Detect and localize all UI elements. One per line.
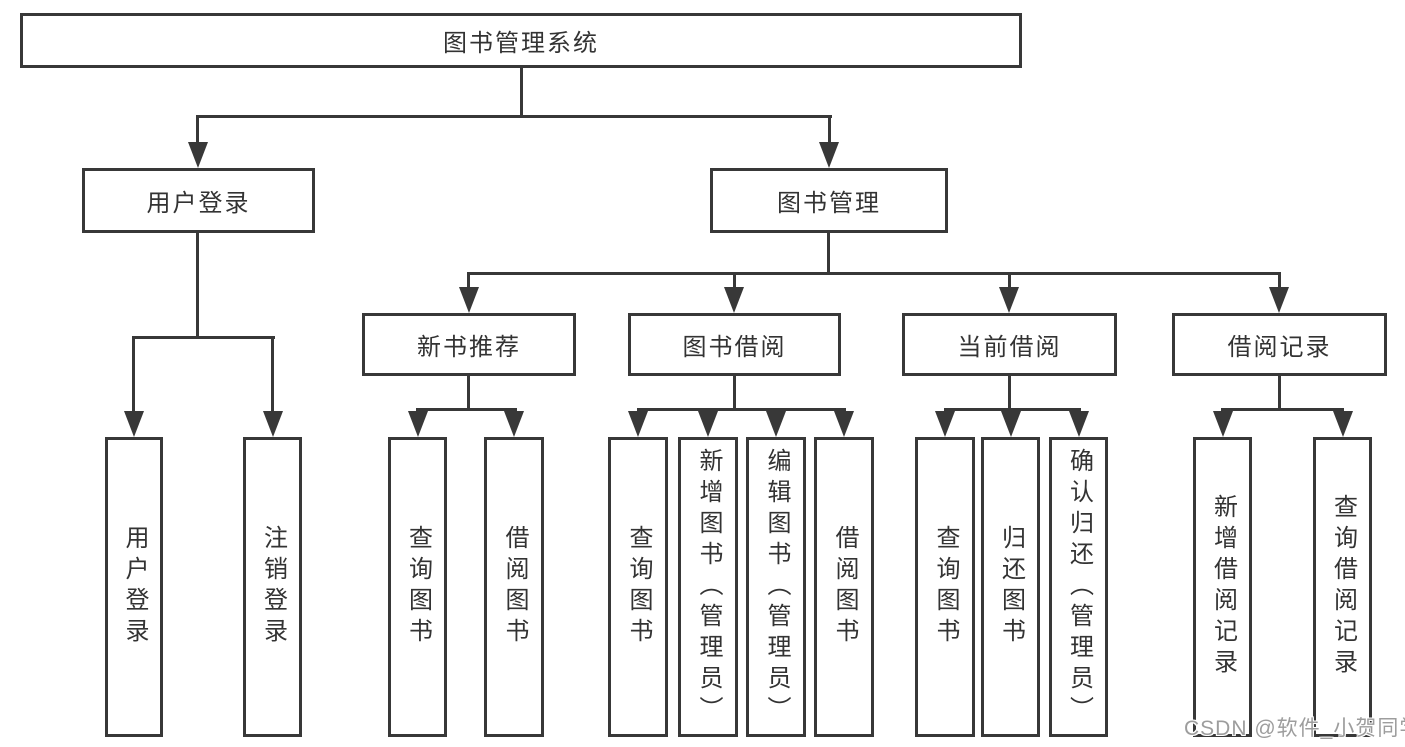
arrowhead-to-query-books-1 (408, 411, 428, 437)
connector-book-mgmt-drop-3 (1008, 272, 1011, 290)
arrowhead-to-borrow-records (1269, 287, 1289, 313)
node-label: 归还图书 (997, 525, 1025, 649)
node-leaf-borrow-books-2: 借阅图书 (814, 437, 874, 737)
arrowhead-to-query-books-2 (628, 411, 648, 437)
connector-user-login-bar (132, 336, 275, 339)
connector-borrow-records-trunk (1278, 376, 1281, 410)
node-label: 查询图书 (404, 525, 432, 649)
connector-book-mgmt-drop-4 (1278, 272, 1281, 290)
node-leaf-query-books-3: 查询图书 (915, 437, 975, 737)
connector-borrow-records-bar (1221, 408, 1344, 411)
node-label: 注销登录 (259, 525, 287, 649)
node-leaf-borrow-books-1: 借阅图书 (484, 437, 544, 737)
connector-current-borrow-bar (944, 408, 1081, 411)
arrowhead-to-user-login (188, 142, 208, 168)
node-leaf-query-books-2: 查询图书 (608, 437, 668, 737)
arrowhead-to-book-borrow (724, 287, 744, 313)
connector-book-mgmt-trunk (827, 233, 830, 274)
arrowhead-to-edit-book (766, 411, 786, 437)
connector-book-borrow-bar (637, 408, 846, 411)
node-leaf-return-book: 归还图书 (981, 437, 1040, 737)
connector-new-book-bar (416, 408, 517, 411)
arrowhead-to-new-book-recommend (459, 287, 479, 313)
node-book-borrow: 图书借阅 (628, 313, 841, 376)
node-leaf-edit-book-admin: 编辑图书（管理员） (746, 437, 806, 737)
node-label: 查询图书 (932, 525, 959, 649)
node-label: 借阅图书 (501, 525, 528, 649)
arrowhead-to-current-borrow (999, 287, 1019, 313)
node-leaf-query-books-1: 查询图书 (388, 437, 447, 737)
connector-book-mgmt-bar (467, 272, 1281, 275)
arrowhead-to-query-books-3 (935, 411, 955, 437)
arrowhead-to-return-book (1001, 411, 1021, 437)
connector-new-book-trunk (467, 376, 470, 410)
connector-user-login-drop-left (132, 336, 135, 416)
connector-root-trunk (520, 66, 523, 117)
connector-book-mgmt-drop-2 (733, 272, 736, 290)
arrowhead-to-book-management (819, 142, 839, 168)
node-label: 用户登录 (121, 525, 148, 649)
arrowhead-to-add-book (698, 411, 718, 437)
node-label: 借阅图书 (831, 525, 858, 649)
node-leaf-user-login: 用户登录 (105, 437, 163, 737)
node-label: 确认归还（管理员） (1065, 447, 1093, 727)
node-label: 新增图书（管理员） (695, 447, 722, 727)
connector-book-borrow-trunk (733, 376, 736, 410)
node-leaf-query-borrow-record: 查询借阅记录 (1313, 437, 1372, 737)
node-label: 用户登录 (146, 190, 251, 217)
node-label: 新增借阅记录 (1209, 494, 1237, 680)
node-book-management: 图书管理 (710, 168, 948, 233)
node-label: 图书借阅 (682, 334, 787, 361)
connector-book-mgmt-drop-1 (467, 272, 470, 290)
node-label: 编辑图书（管理员） (763, 447, 790, 727)
node-leaf-add-borrow-record: 新增借阅记录 (1193, 437, 1252, 737)
arrowhead-to-confirm-return (1069, 411, 1089, 437)
connector-root-bar (196, 115, 832, 118)
connector-user-login-drop-right (271, 336, 274, 416)
node-leaf-logout: 注销登录 (243, 437, 302, 737)
node-label: 图书管理 (777, 190, 881, 217)
node-user-login: 用户登录 (82, 168, 315, 233)
node-leaf-add-book-admin: 新增图书（管理员） (678, 437, 738, 737)
connector-user-login-trunk (196, 233, 199, 339)
node-current-borrow: 当前借阅 (902, 313, 1117, 376)
arrowhead-to-borrow-books-2 (834, 411, 854, 437)
node-label: 查询图书 (625, 525, 652, 649)
node-leaf-confirm-return-admin: 确认归还（管理员） (1049, 437, 1108, 737)
node-library-management-system: 图书管理系统 (20, 13, 1022, 68)
node-label: 新书推荐 (417, 334, 521, 361)
node-label: 查询借阅记录 (1329, 494, 1357, 680)
node-label: 当前借阅 (957, 334, 1062, 361)
node-borrow-records: 借阅记录 (1172, 313, 1387, 376)
node-label: 图书管理系统 (443, 30, 599, 57)
node-new-book-recommend: 新书推荐 (362, 313, 576, 376)
connector-root-drop-right (828, 115, 831, 145)
connector-current-borrow-trunk (1008, 376, 1011, 410)
arrowhead-to-query-borrow-record (1333, 411, 1353, 437)
node-label: 借阅记录 (1227, 334, 1332, 361)
connector-root-drop-left (196, 115, 199, 145)
arrowhead-to-leaf-logout (263, 411, 283, 437)
arrowhead-to-borrow-books-1 (504, 411, 524, 437)
arrowhead-to-add-borrow-record (1213, 411, 1233, 437)
arrowhead-to-leaf-user-login (124, 411, 144, 437)
csdn-watermark: CSDN @软件_小贺同学 (1184, 717, 1405, 740)
